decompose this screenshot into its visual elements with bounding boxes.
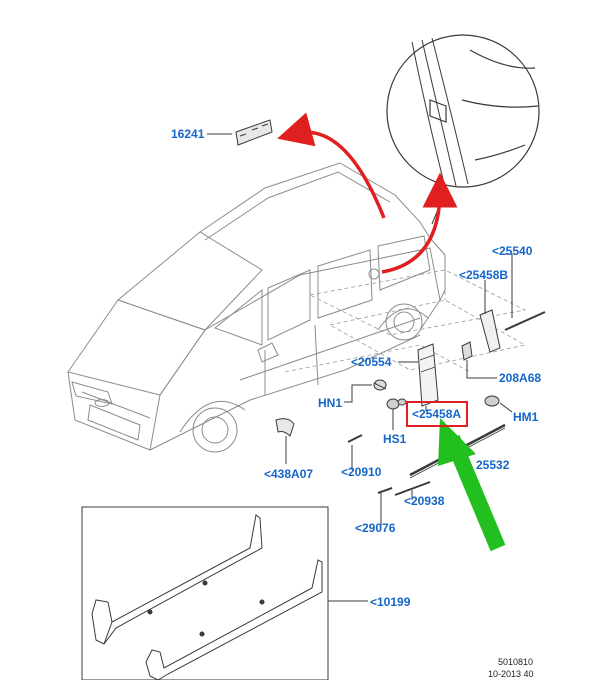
callout-25532[interactable]: 25532: [476, 458, 510, 472]
part-16241: [235, 119, 273, 146]
reference-code: 5010810: [498, 657, 534, 667]
part-29076: [377, 487, 393, 494]
leader-HN1: [344, 384, 372, 403]
detail-marker-circle: [368, 268, 380, 280]
callout-25540[interactable]: <25540: [492, 244, 533, 258]
highlight-box-25458A: [406, 401, 468, 427]
callout-HN1[interactable]: HN1: [318, 396, 343, 410]
part-25458A: [417, 343, 439, 407]
callout-20910[interactable]: <20910: [341, 465, 382, 479]
callout-29076[interactable]: <29076: [355, 521, 396, 535]
callout-25458A[interactable]: <25458A: [412, 407, 462, 421]
part-438A07: [275, 418, 295, 437]
reference-date: 10-2013 40: [488, 669, 534, 679]
leader-25540: [505, 253, 513, 318]
leader-208A68: [466, 360, 497, 379]
part-25540: [504, 311, 546, 331]
part-HN1: [373, 379, 387, 391]
callout-10199[interactable]: <10199: [370, 595, 411, 609]
part-HS1: [386, 398, 407, 410]
projection-guides: [284, 269, 527, 373]
callout-25458B[interactable]: <25458B: [459, 268, 509, 282]
callout-438A07[interactable]: <438A07: [264, 467, 314, 481]
vehicle-outline: [67, 162, 446, 453]
red-arrow-to-detail: [381, 172, 458, 274]
red-arrow-to-16241: [277, 112, 386, 219]
part-20910: [347, 434, 363, 443]
part-25458B: [479, 309, 501, 353]
part-208A68: [461, 341, 473, 361]
callout-20554[interactable]: <20554: [351, 355, 392, 369]
detail-magnifier: [386, 34, 540, 188]
callout-20938[interactable]: <20938: [404, 494, 445, 508]
callout-HS1[interactable]: HS1: [383, 432, 407, 446]
callout-HM1[interactable]: HM1: [513, 410, 539, 424]
part-HM1: [484, 395, 500, 407]
callout-16241[interactable]: 16241: [171, 127, 205, 141]
callout-208A68[interactable]: 208A68: [499, 371, 542, 385]
inset-frame: [81, 506, 329, 680]
leader-HM1: [499, 402, 513, 413]
part-10199: [91, 514, 323, 680]
part-20938: [394, 481, 431, 496]
